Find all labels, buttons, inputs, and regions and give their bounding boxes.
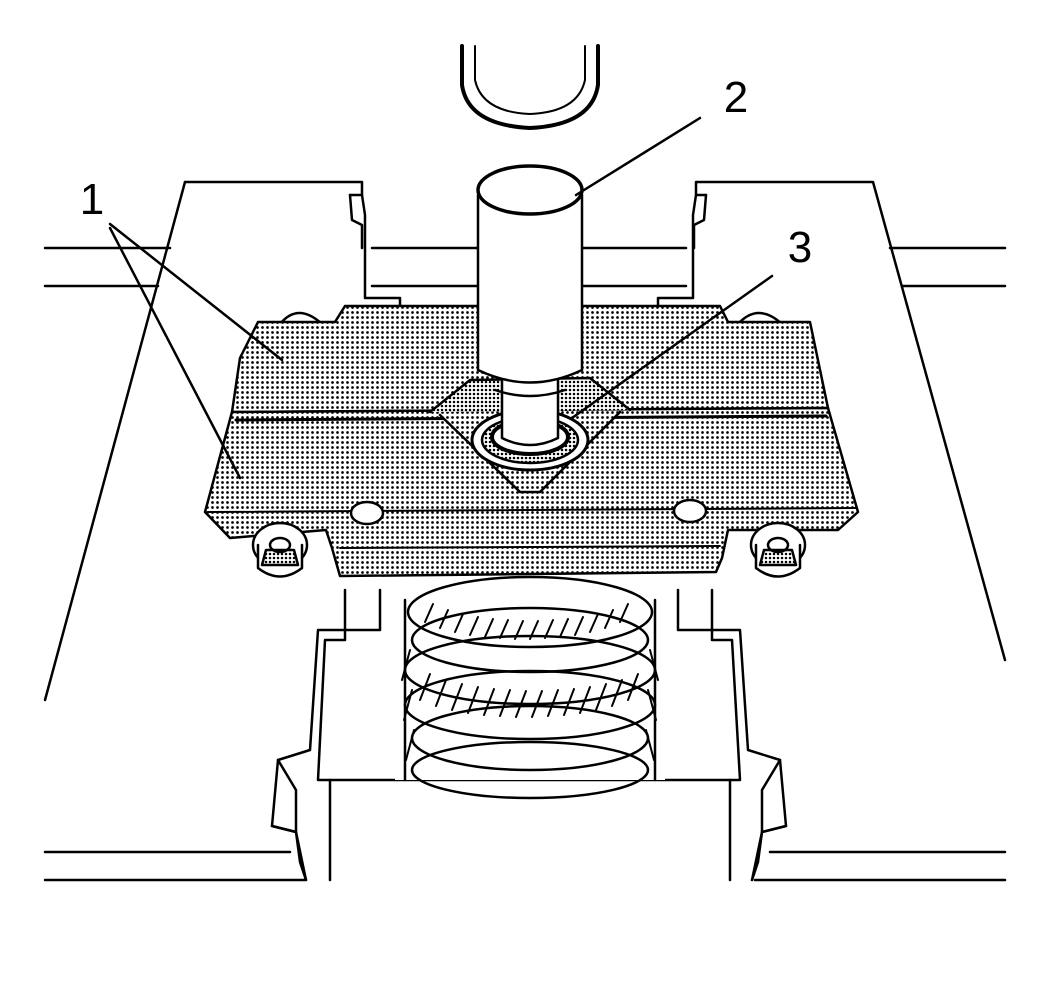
bolt-right (749, 521, 807, 578)
callout-2-label: 2 (724, 73, 748, 122)
callout-1-label: 1 (80, 175, 104, 224)
press-bed (43, 180, 1007, 882)
callout-3-label: 3 (788, 223, 812, 272)
bolt-left (251, 521, 309, 578)
leader-lines (108, 116, 774, 480)
installer-tool (470, 164, 590, 472)
gear-stack (395, 575, 665, 800)
press-ram (460, 44, 600, 130)
